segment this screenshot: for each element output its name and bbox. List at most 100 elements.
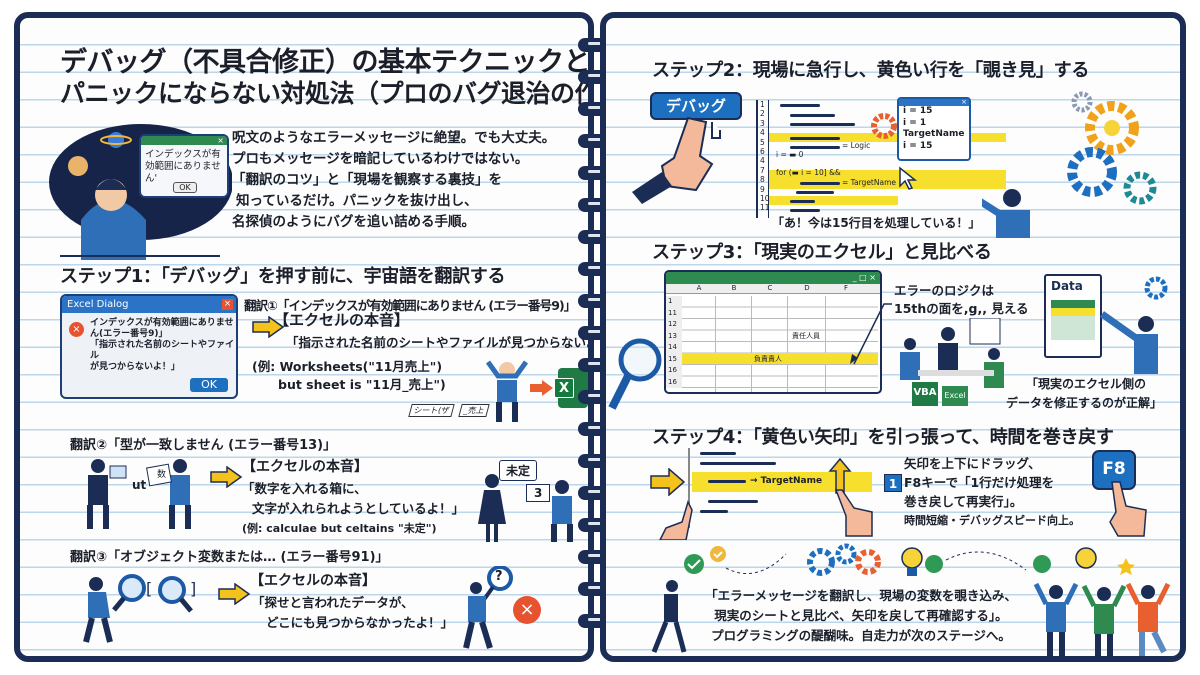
annotation-arrow <box>850 303 892 365</box>
cell: 責任人員 <box>792 332 820 340</box>
vba-file-icon: VBA <box>912 382 938 406</box>
hand-icon <box>834 489 873 537</box>
honne-text: 「数字を入れる箱に、 <box>242 481 367 496</box>
intro-line: プロもメッセージを暗記しているわけではない。 <box>232 151 529 167</box>
step2-heading: ステップ2：現場に急行し、黄色い行を「覗き見」する <box>652 60 1090 81</box>
cell-grid <box>666 296 878 392</box>
dialog-message-line: インデックスが有効範囲にありませ <box>90 318 234 328</box>
translation1-label: 翻訳①「インデックスが有効範囲にありません (エラー番号9)」 <box>244 298 576 313</box>
code-text: → TargetName <box>750 476 823 486</box>
line-number: 1 <box>760 100 765 109</box>
ok-button[interactable]: OK <box>190 378 228 392</box>
honne-title: 【エクセルの本音】 <box>250 573 376 589</box>
summary-line: 「エラーメッセージを翻訳し、現場の変数を覗き込み、 <box>705 588 1017 603</box>
example-text: (例: calculae but celtains "未定") <box>242 522 437 535</box>
step4-text: 矢印を上下にドラッグ、 F8キーで「1行だけ処理を 巻き戻して再実行」。 時間短… <box>904 454 1080 530</box>
excel-letter: X <box>554 378 574 398</box>
line-number: 4 <box>760 156 765 166</box>
arrow-right-icon <box>252 316 284 338</box>
line-number: 6 <box>760 147 765 157</box>
excel-file-icon: Excel <box>942 386 968 406</box>
divider <box>60 255 220 257</box>
debug-button[interactable]: デバッグ <box>650 92 742 120</box>
page-title-line2: パニックにならない対処法（プロのバグ退治の作法） <box>60 79 594 108</box>
window-controls[interactable]: _ □ × <box>666 272 880 284</box>
code-text: for (▬ i = 10] && <box>776 168 841 177</box>
translation3-label: 翻訳③「オブジェクト変数または… (エラー番号91)」 <box>70 550 389 565</box>
intro-line: 「翻訳のコツ」と「現場を観察する裏技」を <box>232 172 502 188</box>
line-number: 2 <box>760 109 765 119</box>
dialog-message-line: が見つからないよ！」 <box>90 362 180 372</box>
close-icon[interactable]: × <box>899 99 969 106</box>
row-header: 16 <box>668 366 677 374</box>
line-number: 7 <box>760 165 765 175</box>
watch-value: i = 15 <box>903 140 933 151</box>
watch-value: i = 1 <box>903 117 927 128</box>
arrow-right-icon <box>218 583 250 605</box>
summary-text: 「エラーメッセージを翻訳し、現場の変数を覗き込み、 現実のシートと見比べ、矢印を… <box>691 586 1031 646</box>
line-number: 8 <box>760 175 765 185</box>
intro-ok-button[interactable]: OK <box>173 182 197 193</box>
step4-line: 矢印を上下にドラッグ、 <box>904 456 1041 471</box>
step3-quote: データを修正するのが正解」 <box>1006 396 1163 410</box>
step3-heading: ステップ3：「現実のエクセル」と見比べる <box>652 242 992 263</box>
row-header: 1 <box>668 297 673 305</box>
line-number: 5 <box>760 137 765 147</box>
column-header: C <box>767 284 773 292</box>
step4-line: 時間短縮・デバッグスピード向上。 <box>904 514 1080 527</box>
person-gear-icon <box>1099 276 1168 374</box>
summary-line: 現実のシートと見比べ、矢印を戻して再確認する」。 <box>714 608 1008 623</box>
row-header: 16 <box>668 377 677 386</box>
honne-title: 【エクセルの本音】 <box>242 459 368 475</box>
dialog-message-line: 「指示された名前のシートやファイル <box>90 340 235 361</box>
intro-line: 呪文のようなエラーメッセージに絶望。でも大丈夫。 <box>232 130 556 146</box>
people-exchange-icon <box>87 459 191 529</box>
svg-text:]: ] <box>190 579 196 598</box>
data-label: Data <box>1051 279 1083 293</box>
column-header: D <box>804 284 810 292</box>
svg-text:[: [ <box>146 579 152 598</box>
cursor-icon <box>899 166 918 190</box>
intro-line: 知っているだけ。パニックを抜け出し、 <box>236 193 478 209</box>
honne-text: どこにも見つからなかったよ！」 <box>266 615 454 630</box>
honne-text: 「指示された名前のシートやファイルが見つからないよ！」 <box>286 335 594 350</box>
dialog-title: Excel Dialog <box>67 299 129 310</box>
code-text: = Logic <box>842 141 871 150</box>
honne-text: 文字が入れられようとしているよ！」 <box>252 501 465 516</box>
highlighted-row <box>682 353 878 364</box>
yellow-arrow-icon[interactable] <box>650 468 686 496</box>
row-header: 14 <box>668 343 677 351</box>
question-mark: ? <box>495 569 503 584</box>
sheet-tab: シート(ザ <box>408 404 455 417</box>
dialog-message-line: ん(エラー番号9)」 <box>90 329 168 339</box>
step4-line: 巻き戻して再実行」。 <box>904 494 1023 509</box>
card-text: 数 <box>157 470 167 480</box>
line-number: 10 <box>760 194 770 204</box>
person-gears-icon <box>982 91 1157 238</box>
cell: 負責責人 <box>754 355 782 363</box>
people-number-icon <box>478 474 573 542</box>
row-header: 13 <box>668 331 677 340</box>
cheering-people-icon <box>1033 582 1171 656</box>
line-number: 11 <box>760 203 770 213</box>
row-header: 12 <box>668 320 677 328</box>
code-text: = TargetName <box>842 178 896 187</box>
number-box: 3 <box>526 484 551 502</box>
intro-dialog-message: インデックスが有効範囲にありません' <box>145 149 221 184</box>
close-button[interactable]: × <box>222 299 233 310</box>
column-header: B <box>731 284 737 292</box>
step3-quote: 「現実のエクセル側の <box>1026 377 1147 391</box>
column-header: F <box>843 284 849 292</box>
close-icon: × <box>141 136 227 145</box>
annotation-text: 15thの面を,g,, 見える <box>894 301 1029 316</box>
line-number: 4 <box>760 128 765 138</box>
watch-value: TargetName <box>903 129 965 139</box>
annotation-text: エラーのロジクは <box>894 283 995 298</box>
intro-text: 呪文のようなエラーメッセージに絶望。でも大丈夫。 プロもメッセージを暗記している… <box>232 128 555 233</box>
speech-bubble: 未定 <box>499 460 538 481</box>
column-header: A <box>696 284 702 292</box>
pointing-hand-icon <box>632 116 721 204</box>
